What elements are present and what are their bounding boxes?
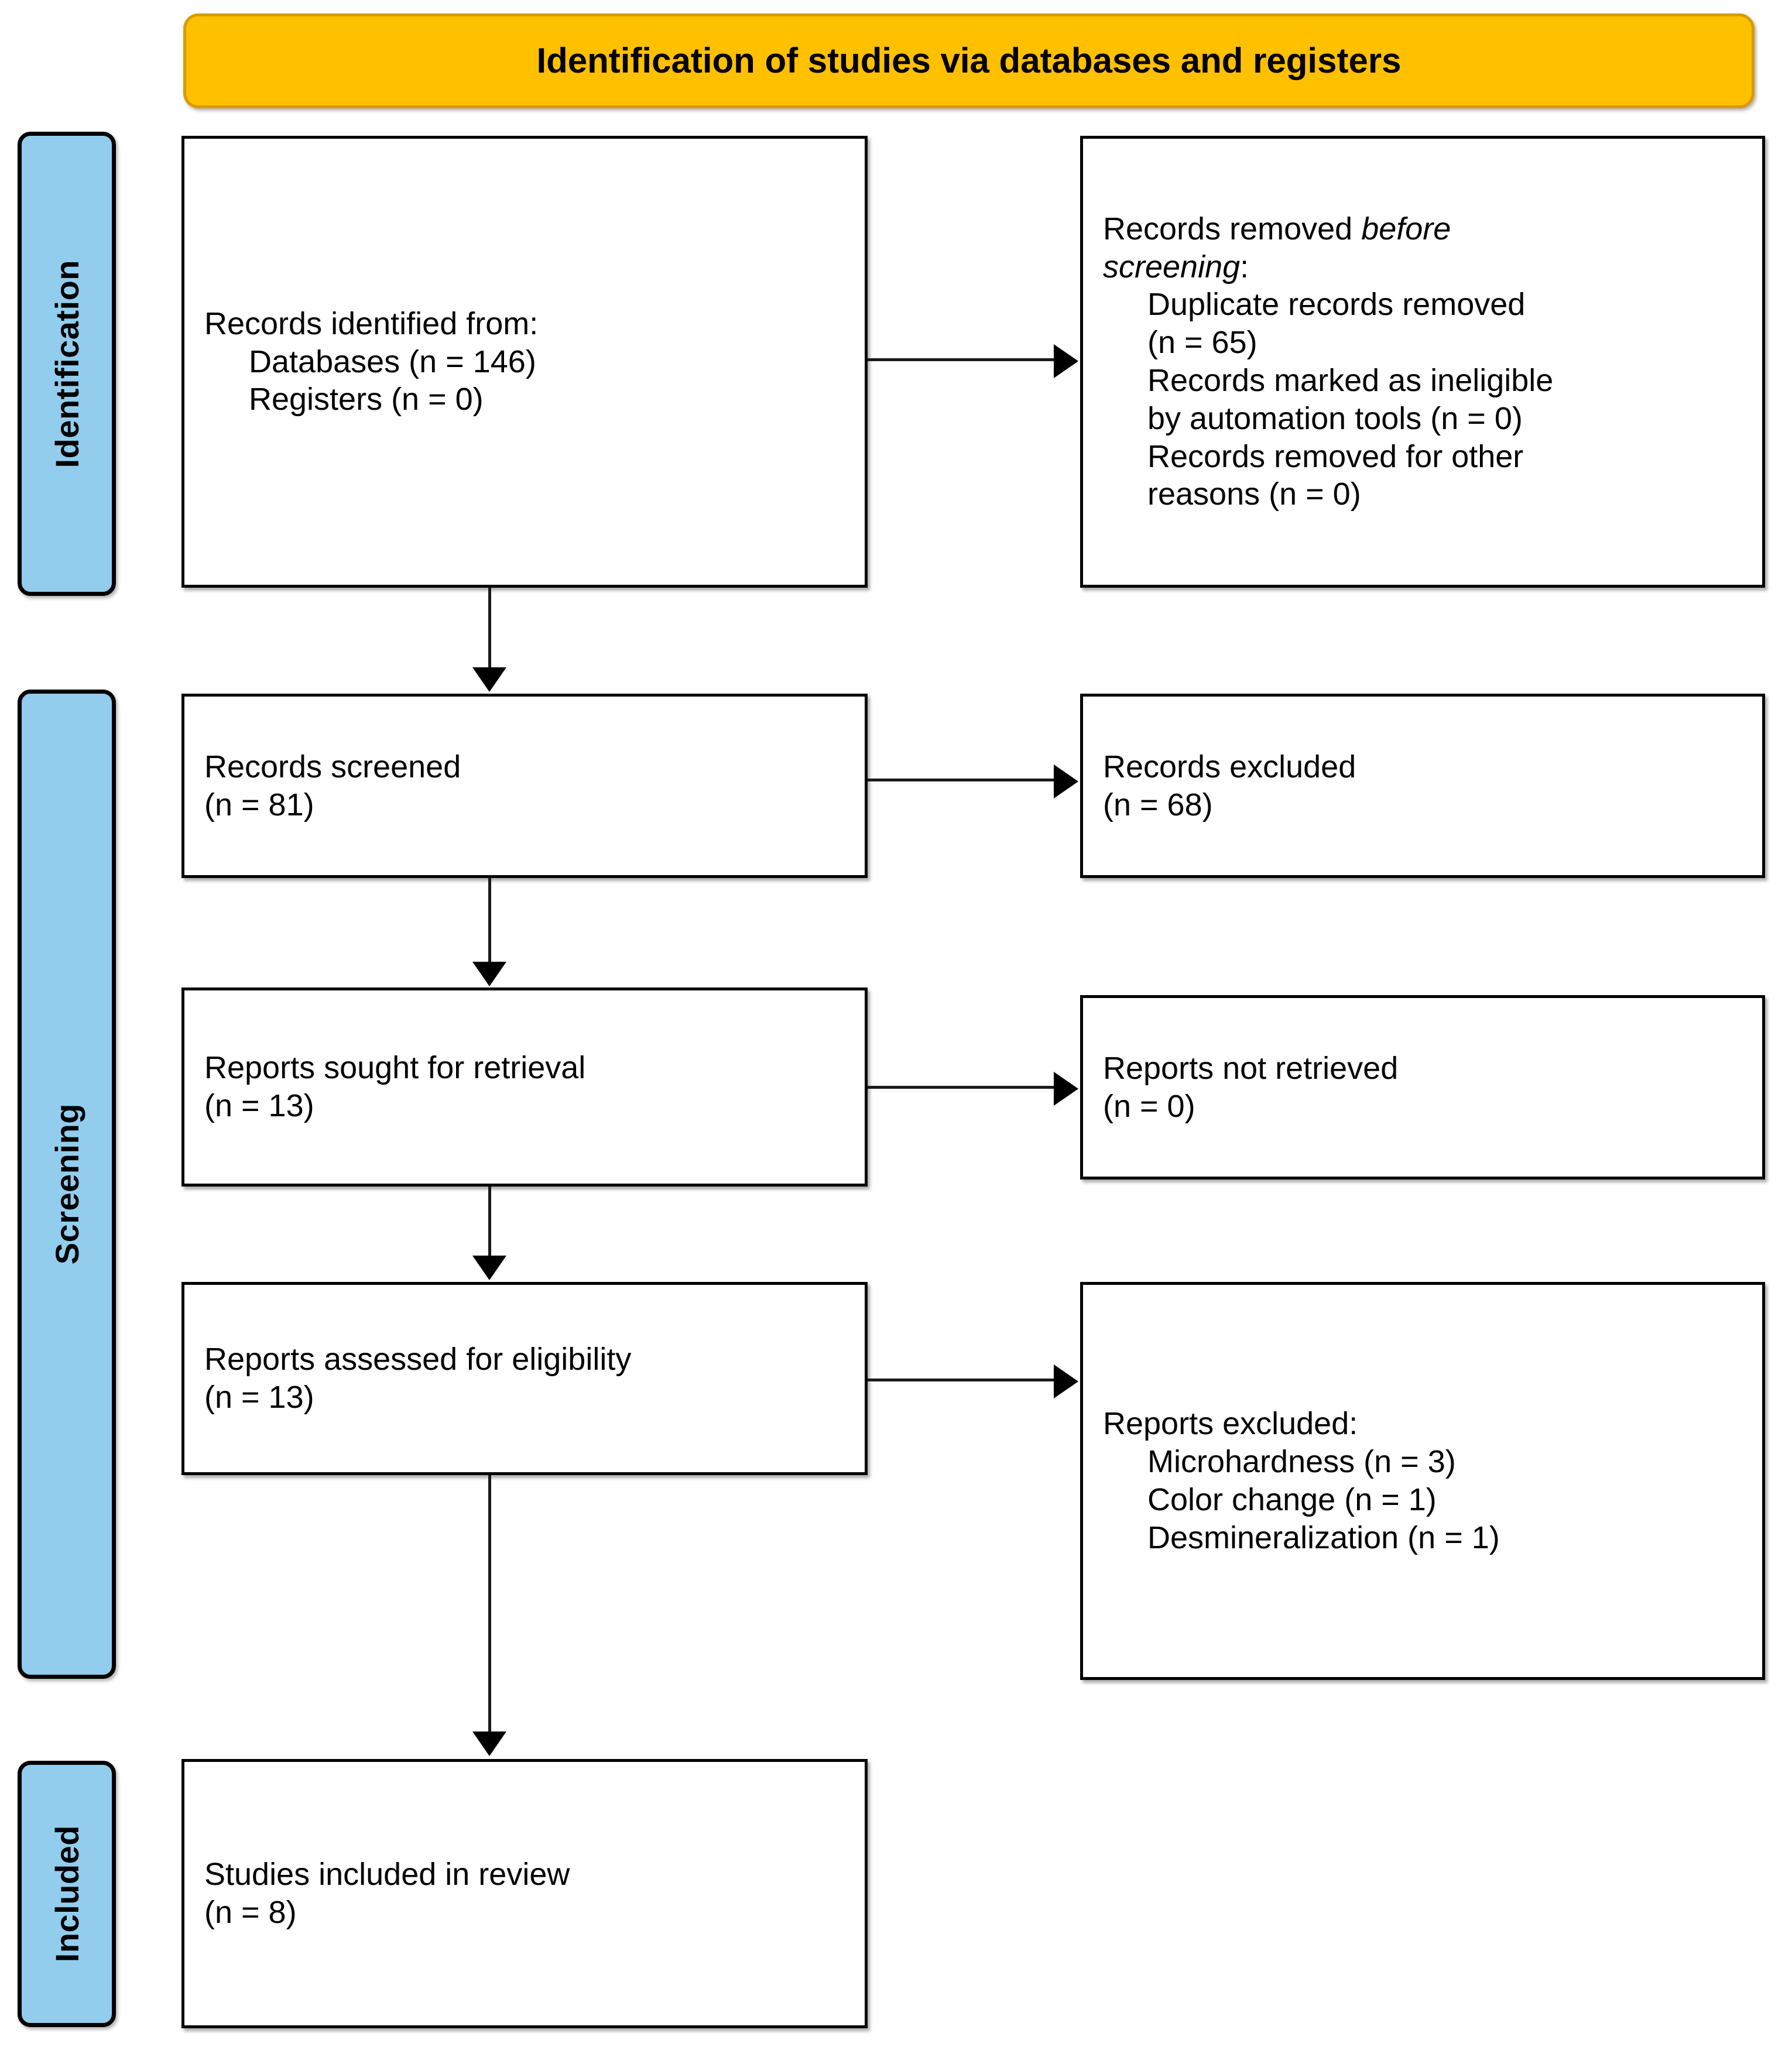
box-line-emphasis: screening: [1103, 249, 1241, 284]
box-reports-not-retrieved: Reports not retrieved (n = 0): [1080, 995, 1765, 1179]
box-line: Registers (n = 0): [249, 382, 484, 417]
arrowhead-right-icon: [1054, 1072, 1078, 1106]
stage-label-included: Included: [18, 1761, 116, 2027]
box-line: (n = 65): [1147, 325, 1258, 361]
box-line: Reports excluded:: [1103, 1406, 1358, 1442]
box-line: (n = 68): [1103, 787, 1213, 822]
box-line: Color change (n = 1): [1147, 1482, 1437, 1517]
stage-label-text: Screening: [48, 1103, 85, 1265]
connector-sought-to-not-retrieved: [868, 1086, 1056, 1089]
box-line: screening:: [1103, 248, 1742, 286]
box-line: Reports not retrieved: [1103, 1050, 1399, 1086]
box-reports-assessed-for-eligibility: Reports assessed for eligibility (n = 13…: [181, 1282, 868, 1475]
box-line: (n = 13): [204, 1380, 314, 1415]
box-line: (n = 81): [204, 787, 314, 822]
box-line-text: Records removed: [1103, 211, 1362, 246]
box-line: Records identified from:: [204, 306, 539, 341]
stage-label-text: Identification: [48, 259, 85, 468]
box-reports-sought-for-retrieval: Reports sought for retrieval (n = 13): [181, 988, 868, 1187]
box-reports-excluded: Reports excluded: Microhardness (n = 3) …: [1080, 1282, 1765, 1680]
connector-assessed-to-reports-excluded: [868, 1379, 1056, 1381]
box-line: Records marked as ineligible: [1147, 363, 1554, 398]
arrowhead-down-icon: [472, 1256, 506, 1280]
connector-identified-to-screened: [488, 588, 491, 670]
box-line: Desmineralization (n = 1): [1147, 1520, 1500, 1555]
diagram-banner: Identification of studies via databases …: [183, 13, 1755, 108]
box-line: Databases (n = 146): [249, 344, 536, 379]
box-line: Duplicate records removed: [1147, 287, 1526, 323]
arrowhead-right-icon: [1054, 344, 1078, 378]
stage-label-screening: Screening: [18, 690, 116, 1679]
box-records-removed-before-screening: Records removed before screening: Duplic…: [1080, 136, 1765, 588]
box-line: Reports assessed for eligibility: [204, 1342, 632, 1377]
connector-screened-to-sought: [488, 878, 491, 963]
box-line: by automation tools (n = 0): [1147, 400, 1523, 436]
box-line: (n = 8): [204, 1895, 297, 1930]
arrowhead-down-icon: [472, 962, 506, 986]
connector-identified-to-removed-before: [868, 358, 1056, 361]
arrowhead-right-icon: [1054, 764, 1078, 798]
box-records-screened: Records screened (n = 81): [181, 694, 868, 878]
box-line: (n = 13): [204, 1088, 314, 1123]
arrowhead-down-icon: [472, 1731, 506, 1756]
box-line: Records removed before: [1103, 210, 1742, 248]
box-line: reasons (n = 0): [1147, 476, 1361, 512]
connector-sought-to-assessed: [488, 1187, 491, 1257]
banner-title: Identification of studies via databases …: [536, 41, 1402, 80]
box-line: Records screened: [204, 749, 461, 784]
connector-screened-to-excluded: [868, 779, 1056, 781]
connector-assessed-to-included: [488, 1475, 491, 1733]
arrowhead-down-icon: [472, 667, 506, 692]
box-line: Records removed for other: [1147, 438, 1524, 474]
box-studies-included-in-review: Studies included in review (n = 8): [181, 1759, 868, 2028]
box-line-text: :: [1240, 249, 1249, 284]
box-line: Microhardness (n = 3): [1147, 1444, 1456, 1480]
box-line: Records excluded: [1103, 749, 1356, 784]
stage-label-text: Included: [48, 1825, 85, 1963]
stage-label-identification: Identification: [18, 132, 116, 596]
arrowhead-right-icon: [1054, 1364, 1078, 1398]
box-records-excluded: Records excluded (n = 68): [1080, 694, 1765, 878]
box-line: Reports sought for retrieval: [204, 1050, 586, 1086]
box-line-emphasis: before: [1361, 211, 1451, 246]
box-line: Studies included in review: [204, 1857, 570, 1892]
box-line: (n = 0): [1103, 1088, 1195, 1124]
box-records-identified: Records identified from: Databases (n = …: [181, 136, 868, 588]
